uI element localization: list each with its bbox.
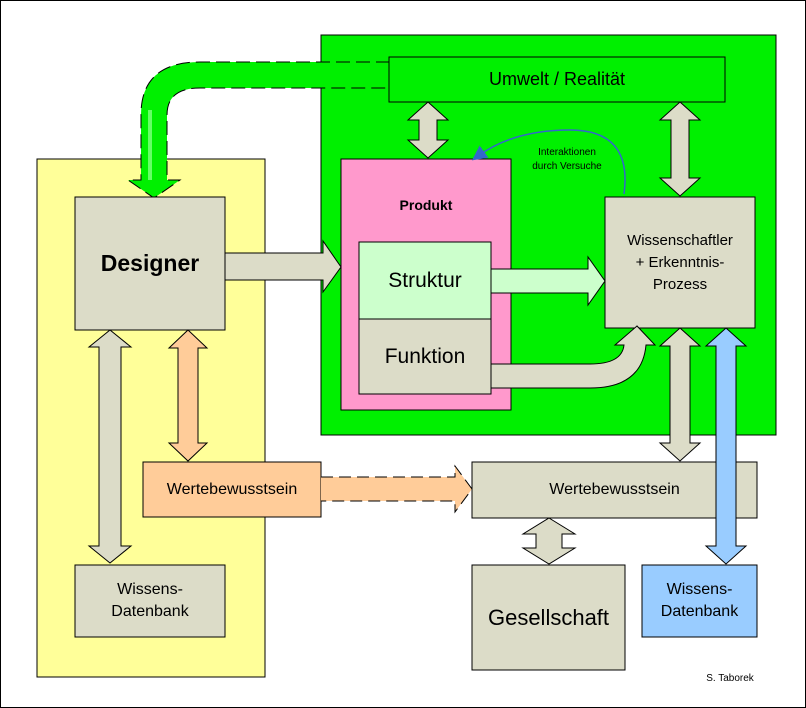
wissenschaftler-line-1: Wissenschaftler — [627, 232, 733, 249]
author-label: S. Taborek — [706, 672, 754, 684]
struktur-box — [358, 241, 492, 320]
wissenschaftler-line-3: Prozess — [652, 276, 708, 293]
gesellschaft-label: Gesellschaft — [487, 604, 610, 630]
datenbank-right-line-2: Datenbank — [660, 603, 739, 620]
interaction-line-1: Interaktionen — [538, 147, 596, 158]
umwelt-wissenschaftler-arrow — [658, 101, 702, 197]
gesellschaft-box — [471, 564, 626, 671]
wissenschaftler-werte-arrow — [658, 327, 702, 462]
designer-datenbank-arrow — [87, 329, 133, 564]
datenbank-left-line-1: Wissens- — [117, 581, 183, 598]
struktur-wissenschaftler-arrow — [490, 255, 606, 307]
funktion-box — [358, 318, 492, 395]
designer-box — [74, 196, 226, 331]
struktur-label: Struktur — [388, 268, 462, 292]
umwelt-box — [388, 56, 726, 103]
werte-gesellschaft-arrow — [521, 517, 577, 565]
werte-right-label: Wertebewusstsein — [549, 481, 680, 498]
wissenschaftler-line-2: + Erkenntnis- — [635, 254, 725, 271]
werte-left-label: Wertebewusstsein — [166, 480, 298, 498]
datenbank-left-line-2: Datenbank — [111, 603, 189, 620]
umwelt-produkt-arrow — [406, 101, 450, 159]
wissenschaftler-datenbank-arrow — [704, 327, 748, 565]
datenbank-right-label: Wissens- Datenbank — [642, 565, 757, 637]
designer-label: Designer — [100, 250, 200, 276]
umwelt-to-designer-arrow — [126, 61, 390, 199]
designer-werte-arrow — [167, 329, 209, 462]
datenbank-left-box — [74, 564, 226, 638]
funktion-wissenschaftler-arrow — [490, 325, 657, 389]
datenbank-left-label: Wissens- Datenbank — [75, 565, 225, 637]
werte-right-box — [471, 461, 758, 519]
wissenschaftler-label: Wissenschaftler + Erkenntnis- Prozess — [605, 230, 755, 296]
interaction-line-2: durch Versuche — [532, 161, 602, 172]
funktion-label: Funktion — [384, 344, 466, 368]
produkt-label: Produkt — [399, 197, 453, 213]
wissenschaftler-box — [604, 196, 756, 329]
datenbank-right-box — [641, 564, 758, 638]
datenbank-right-line-1: Wissens- — [666, 581, 733, 598]
designer-produkt-arrow — [224, 239, 342, 294]
interaction-curve — [471, 129, 626, 195]
werte-left-box — [142, 461, 322, 518]
interaction-label: Interaktionen durch Versuche — [512, 146, 622, 174]
umwelt-label: Umwelt / Realität — [488, 69, 626, 89]
